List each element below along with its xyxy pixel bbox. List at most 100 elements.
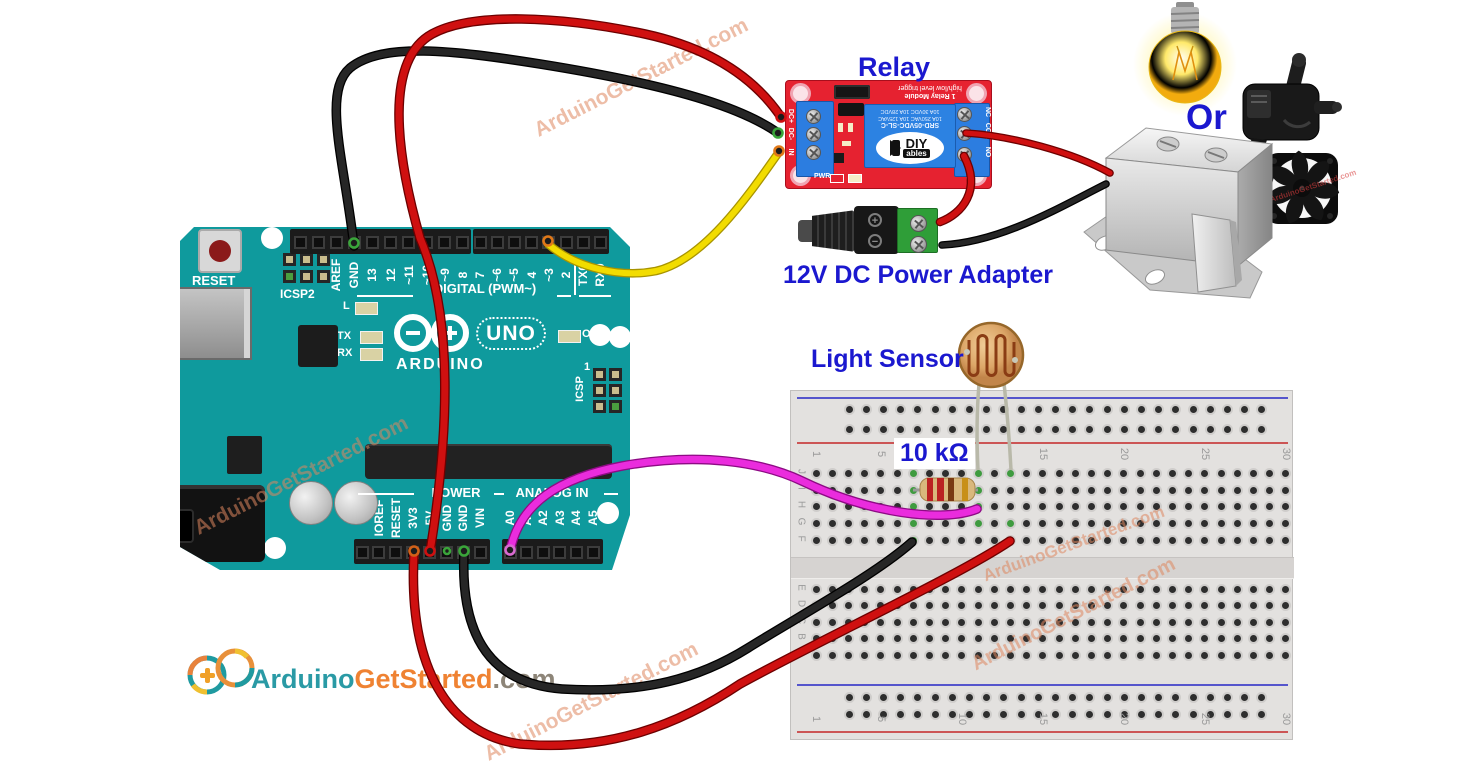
breadboard-hole [877, 651, 885, 659]
row-letter: D [795, 599, 807, 608]
row-letter: I [795, 487, 807, 490]
breadboard-hole [1120, 486, 1128, 494]
breadboard-hole [1071, 585, 1079, 593]
breadboard-hole [990, 536, 998, 544]
reset-button [198, 229, 242, 273]
breadboard-hole [1185, 519, 1193, 527]
pin-label: ~10 [419, 264, 434, 286]
breadboard-hole [1039, 486, 1047, 494]
breadboard-hole [1068, 693, 1076, 701]
led-l-label: L [343, 300, 350, 312]
breadboard-hole [1104, 486, 1112, 494]
breadboard-hole [1171, 693, 1179, 701]
breadboard-hole [1201, 469, 1209, 477]
breadboard-hole [828, 536, 836, 544]
pin-label: RESET [388, 498, 403, 539]
breadboard-hole [909, 618, 917, 626]
breadboard-hole [913, 710, 921, 718]
power-adapter-label: 12V DC Power Adapter [783, 261, 1053, 289]
breadboard-hole [828, 502, 836, 510]
breadboard-hole [942, 519, 950, 527]
breadboard-hole [1104, 651, 1112, 659]
breadboard-hole [1217, 618, 1225, 626]
breadboard-hole [1017, 693, 1025, 701]
breadboard-hole [1136, 585, 1144, 593]
pin-label: AREF [329, 258, 344, 292]
watermark: ArduinoGetStarted.com [530, 13, 752, 142]
breadboard-hole [1023, 469, 1031, 477]
breadboard-hole [812, 601, 820, 609]
breadboard-hole [909, 536, 917, 544]
breadboard-hole [1249, 618, 1257, 626]
breadboard-hole [965, 405, 973, 413]
breadboard-hole [909, 601, 917, 609]
breadboard-hole [1217, 585, 1225, 593]
connection-dot [772, 127, 784, 139]
breadboard-hole [1266, 585, 1274, 593]
breadboard-hole [1023, 585, 1031, 593]
breadboard-hole [1185, 618, 1193, 626]
breadboard-hole [1039, 536, 1047, 544]
breadboard-hole [1051, 693, 1059, 701]
relay-spec-line2: 10A 250VAC 10A 125VAC [878, 115, 942, 121]
breadboard-hole [1034, 710, 1042, 718]
breadboard-hole [1104, 634, 1112, 642]
header-pin [553, 545, 567, 559]
breadboard-hole [965, 693, 973, 701]
pin-label: TX0 [576, 264, 591, 287]
breadboard-hole [942, 502, 950, 510]
usb-chip [298, 325, 338, 367]
breadboard-hole [1137, 710, 1145, 718]
breadboard-hole [877, 585, 885, 593]
breadboard-hole [1152, 618, 1160, 626]
breadboard-hole [1103, 693, 1111, 701]
breadboard-hole [1152, 486, 1160, 494]
pin-label: 2 [559, 271, 573, 279]
header-pin [569, 545, 583, 559]
breadboard-hole [1189, 693, 1197, 701]
breadboard-hole [893, 469, 901, 477]
adapter-screw-minus [910, 236, 927, 253]
icsp-pad [593, 368, 606, 381]
breadboard-hole [1257, 710, 1265, 718]
breadboard-hole [1120, 519, 1128, 527]
breadboard-hole [974, 502, 982, 510]
breadboard-hole [828, 585, 836, 593]
breadboard-hole [1233, 536, 1241, 544]
breadboard-hole [1152, 469, 1160, 477]
breadboard-hole [1171, 405, 1179, 413]
column-number: 1 [810, 715, 822, 723]
breadboard-hole [1240, 425, 1248, 433]
breadboard-hole [1071, 536, 1079, 544]
breadboard-hole [1206, 405, 1214, 413]
breadboard-hole [1034, 425, 1042, 433]
breadboard-hole [1023, 502, 1031, 510]
breadboard-hole [879, 693, 887, 701]
rail-line-blue [797, 684, 1288, 686]
pin-label: VIN [473, 508, 488, 529]
icsp2-pad [300, 253, 313, 266]
icsp2-pad [317, 253, 330, 266]
pin-label: ~6 [490, 268, 505, 282]
breadboard-hole [1152, 536, 1160, 544]
relay-cube-text: SRD-05VDC-SL-C 10A 250VAC 10A 125VAC 10A… [865, 107, 955, 128]
relay-mount-hole [969, 86, 984, 101]
breadboard-hole [844, 536, 852, 544]
breadboard-hole [909, 651, 917, 659]
diyables-logo: DIY ables [876, 132, 944, 164]
adapter-body: + − [854, 206, 899, 254]
pin-label: 3V3 [405, 507, 420, 529]
breadboard-hole [844, 519, 852, 527]
breadboard-hole [990, 486, 998, 494]
breadboard-hole [1039, 651, 1047, 659]
breadboard-hole [990, 502, 998, 510]
breadboard-hole [1104, 618, 1112, 626]
icsp-pad [609, 400, 622, 413]
pin-label: A0 [503, 510, 517, 526]
breadboard-hole [828, 634, 836, 642]
breadboard-hole [1006, 519, 1014, 527]
breadboard-hole [1154, 405, 1162, 413]
breadboard-hole [1206, 425, 1214, 433]
breadboard-hole [1249, 469, 1257, 477]
breadboard-hole [1137, 405, 1145, 413]
